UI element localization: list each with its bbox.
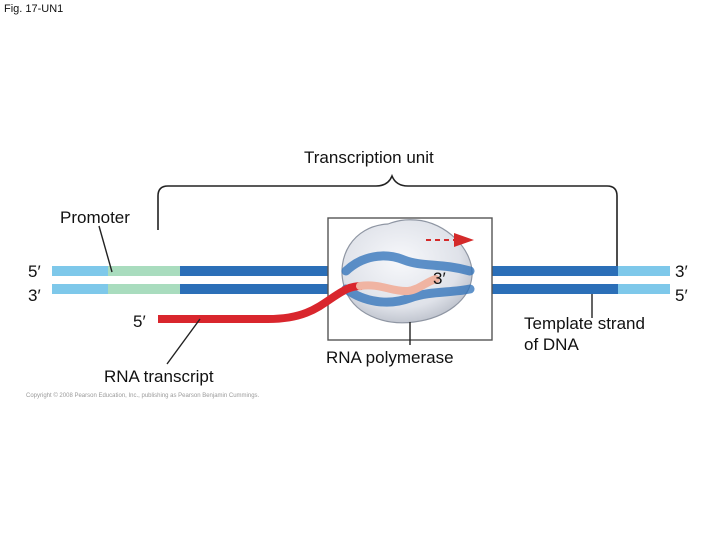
rna-3-end-label: 3′ bbox=[433, 269, 446, 288]
unwound-dna-template bbox=[341, 284, 475, 307]
template-strand-label-line2: of DNA bbox=[524, 335, 579, 354]
dna-bottom-strand-right-end bbox=[618, 284, 670, 294]
rna-5-end-label: 5′ bbox=[133, 312, 146, 331]
rna-transcript-leader-line bbox=[166, 318, 201, 365]
rna-transcript bbox=[158, 282, 363, 323]
left-top-end-label: 5′ bbox=[28, 262, 41, 281]
promoter-leader-line bbox=[98, 225, 113, 273]
right-bottom-end-label: 5′ bbox=[675, 286, 688, 305]
rna-in-polymerase bbox=[356, 275, 440, 296]
copyright-text: Copyright © 2008 Pearson Education, Inc.… bbox=[26, 393, 260, 399]
left-bottom-end-label: 3′ bbox=[28, 286, 41, 305]
transcription-unit-brace bbox=[157, 173, 618, 268]
promoter-label: Promoter bbox=[60, 208, 130, 227]
dna-top-strand-right-end bbox=[618, 266, 670, 276]
promoter-bottom-segment bbox=[108, 284, 180, 294]
direction-arrow-head bbox=[454, 233, 474, 247]
unwound-dna-top bbox=[341, 251, 475, 276]
rna-transcript-label: RNA transcript bbox=[104, 367, 214, 386]
right-top-end-label: 3′ bbox=[675, 262, 688, 281]
promoter-top-segment bbox=[108, 266, 180, 276]
dna-top-strand-left-end bbox=[52, 266, 108, 276]
dna-bottom-strand-left-end bbox=[52, 284, 108, 294]
transcription-unit-label: Transcription unit bbox=[304, 148, 434, 167]
template-strand-label-line1: Template strand bbox=[524, 314, 645, 333]
rna-polymerase-label: RNA polymerase bbox=[326, 348, 454, 367]
figure-caption: Fig. 17-UN1 bbox=[4, 3, 64, 15]
